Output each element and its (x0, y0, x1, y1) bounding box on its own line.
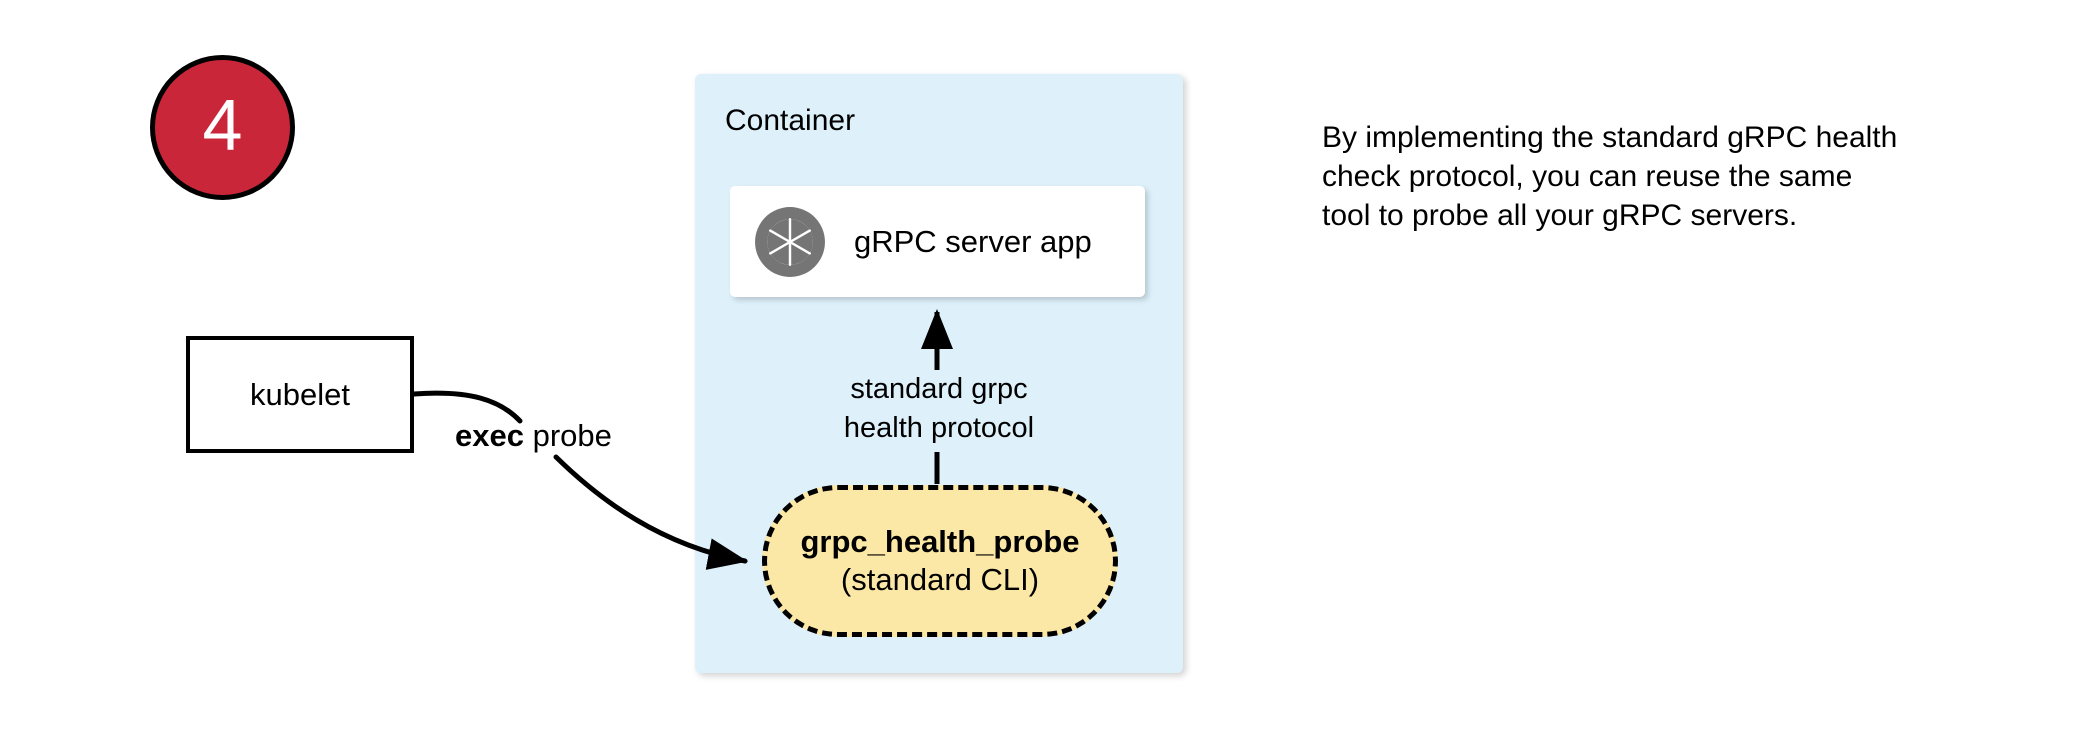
annotation-text: By implementing the standard gRPC health… (1322, 121, 1898, 232)
grpc-aperture-icon (755, 206, 825, 277)
health-protocol-edge-label: standard grpc health protocol (695, 370, 1183, 448)
grpc-server-app-label: gRPC server app (854, 223, 1092, 259)
grpc-server-app-node: gRPC server app (730, 186, 1145, 297)
kubelet-label: kubelet (250, 376, 350, 412)
exec-probe-label-rest: probe (523, 418, 612, 453)
container-title-label: Container (725, 104, 856, 137)
health-protocol-line-1: standard grpc (850, 373, 1028, 405)
health-protocol-line-2: health protocol (843, 412, 1035, 444)
step-number-badge: 4 (150, 55, 295, 200)
exec-probe-edge-label: exec probe (455, 418, 612, 454)
grpc-health-probe-node: grpc_health_probe (standard CLI) (762, 485, 1118, 637)
grpc-health-probe-subtitle: (standard CLI) (840, 562, 1040, 597)
exec-probe-label-bold: exec (455, 418, 524, 453)
grpc-health-probe-title: grpc_health_probe (800, 524, 1080, 559)
kubelet-node: kubelet (186, 336, 414, 453)
exec-probe-arrow-segment-a (411, 390, 523, 424)
step-number-label: 4 (202, 85, 243, 166)
